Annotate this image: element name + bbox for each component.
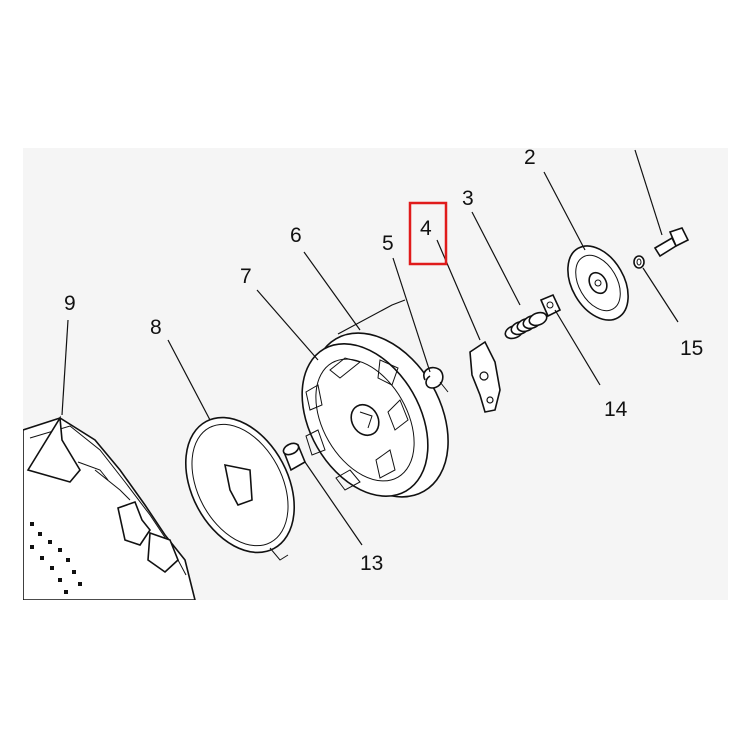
callout-8: 8 <box>150 316 162 339</box>
part-spring-plate <box>184 416 296 561</box>
callout-9: 9 <box>64 292 76 315</box>
callout-15: 15 <box>680 337 703 360</box>
callout-14: 14 <box>604 398 628 421</box>
part-coil-spring <box>504 311 548 340</box>
leader-lines <box>61 149 679 546</box>
part-pulley <box>301 332 449 498</box>
callout-13: 13 <box>360 552 383 575</box>
part-small-spring <box>423 366 449 393</box>
highlight-box <box>408 201 448 266</box>
part-bolt <box>653 227 690 258</box>
part-rope <box>337 299 406 335</box>
callout-4: 4 <box>420 217 432 240</box>
housing-vent-holes <box>30 522 82 594</box>
callout-7: 7 <box>240 265 252 288</box>
callout-6: 6 <box>290 224 302 247</box>
callout-5: 5 <box>382 232 394 255</box>
part-pawl <box>469 340 501 413</box>
part-bushing <box>282 442 307 472</box>
part-small-washer <box>633 255 645 269</box>
callout-3: 3 <box>462 187 474 210</box>
callout-2: 2 <box>524 146 536 169</box>
callout-labels: 2 3 4 5 6 7 8 9 13 14 15 <box>64 146 703 575</box>
part-housing <box>23 415 196 600</box>
part-cover-plate <box>567 245 629 321</box>
